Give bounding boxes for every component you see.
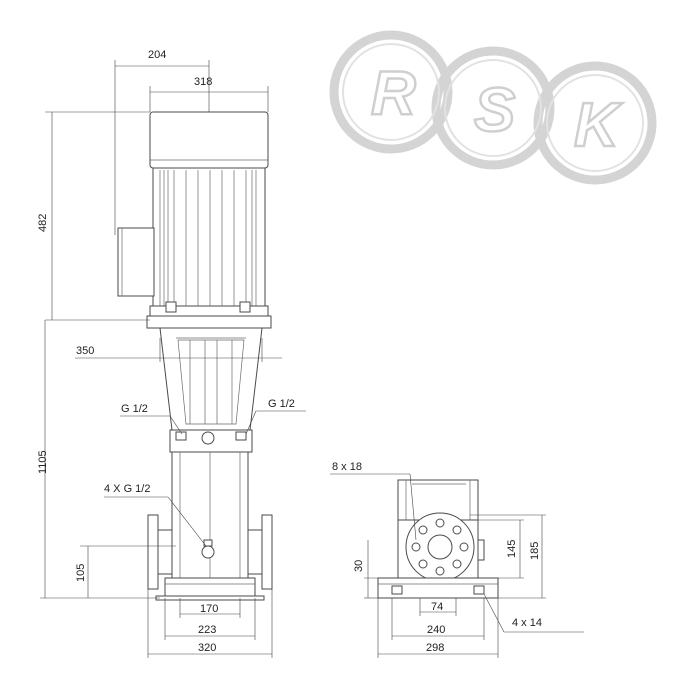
- dim-105: 105: [75, 564, 87, 582]
- flange-bolt-right: [239, 301, 251, 313]
- pump-side-view: [377, 479, 499, 599]
- side-view-dimensions: 8 x 18 145 185 30 74 240 298 4 x: [330, 461, 584, 658]
- dim-318: 318: [194, 76, 212, 88]
- dim-145: 145: [506, 540, 518, 558]
- callout-g12-right: G 1/2: [268, 398, 295, 410]
- motor-cooling-fins: [159, 170, 257, 306]
- dim-204: 204: [148, 49, 166, 61]
- flange-bolt-holes: [411, 518, 469, 576]
- callout-8x18: 8 x 18: [332, 461, 362, 473]
- dim-320: 320: [198, 642, 216, 654]
- motor-fan-cover: [149, 111, 269, 169]
- dim-74: 74: [431, 601, 443, 613]
- motor-body: [152, 167, 266, 309]
- front-view-dimensions: 204 318 482 350 1105 105 170 223: [37, 49, 306, 658]
- callout-4xg12: 4 X G 1/2: [104, 483, 150, 495]
- dim-170: 170: [200, 603, 218, 615]
- dim-223: 223: [198, 624, 216, 636]
- dim-482: 482: [37, 214, 49, 232]
- rsk-logo: R S K: [329, 30, 657, 185]
- logo-letter-s: S: [474, 76, 515, 145]
- dim-298: 298: [426, 642, 444, 654]
- dim-240: 240: [427, 624, 445, 636]
- suction-flange: [147, 514, 159, 590]
- flange-bolt-left: [165, 301, 177, 313]
- base-plate: [164, 577, 256, 597]
- discharge-flange: [261, 514, 273, 590]
- terminal-box: [117, 227, 155, 297]
- dim-350: 350: [76, 345, 94, 357]
- dim-185: 185: [529, 542, 541, 560]
- pump-front-view: [117, 111, 273, 601]
- callout-g12-left: G 1/2: [121, 403, 148, 415]
- callout-4x14: 4 x 14: [512, 617, 542, 629]
- coupling-lantern: [159, 327, 263, 431]
- vent-plug: [201, 431, 215, 445]
- logo-letter-k: K: [574, 91, 623, 160]
- side-base-plate: [377, 577, 499, 599]
- logo-letter-r: R: [371, 59, 416, 128]
- drain-plug: [201, 545, 215, 559]
- dim-1105: 1105: [37, 450, 49, 474]
- dim-30: 30: [353, 560, 365, 572]
